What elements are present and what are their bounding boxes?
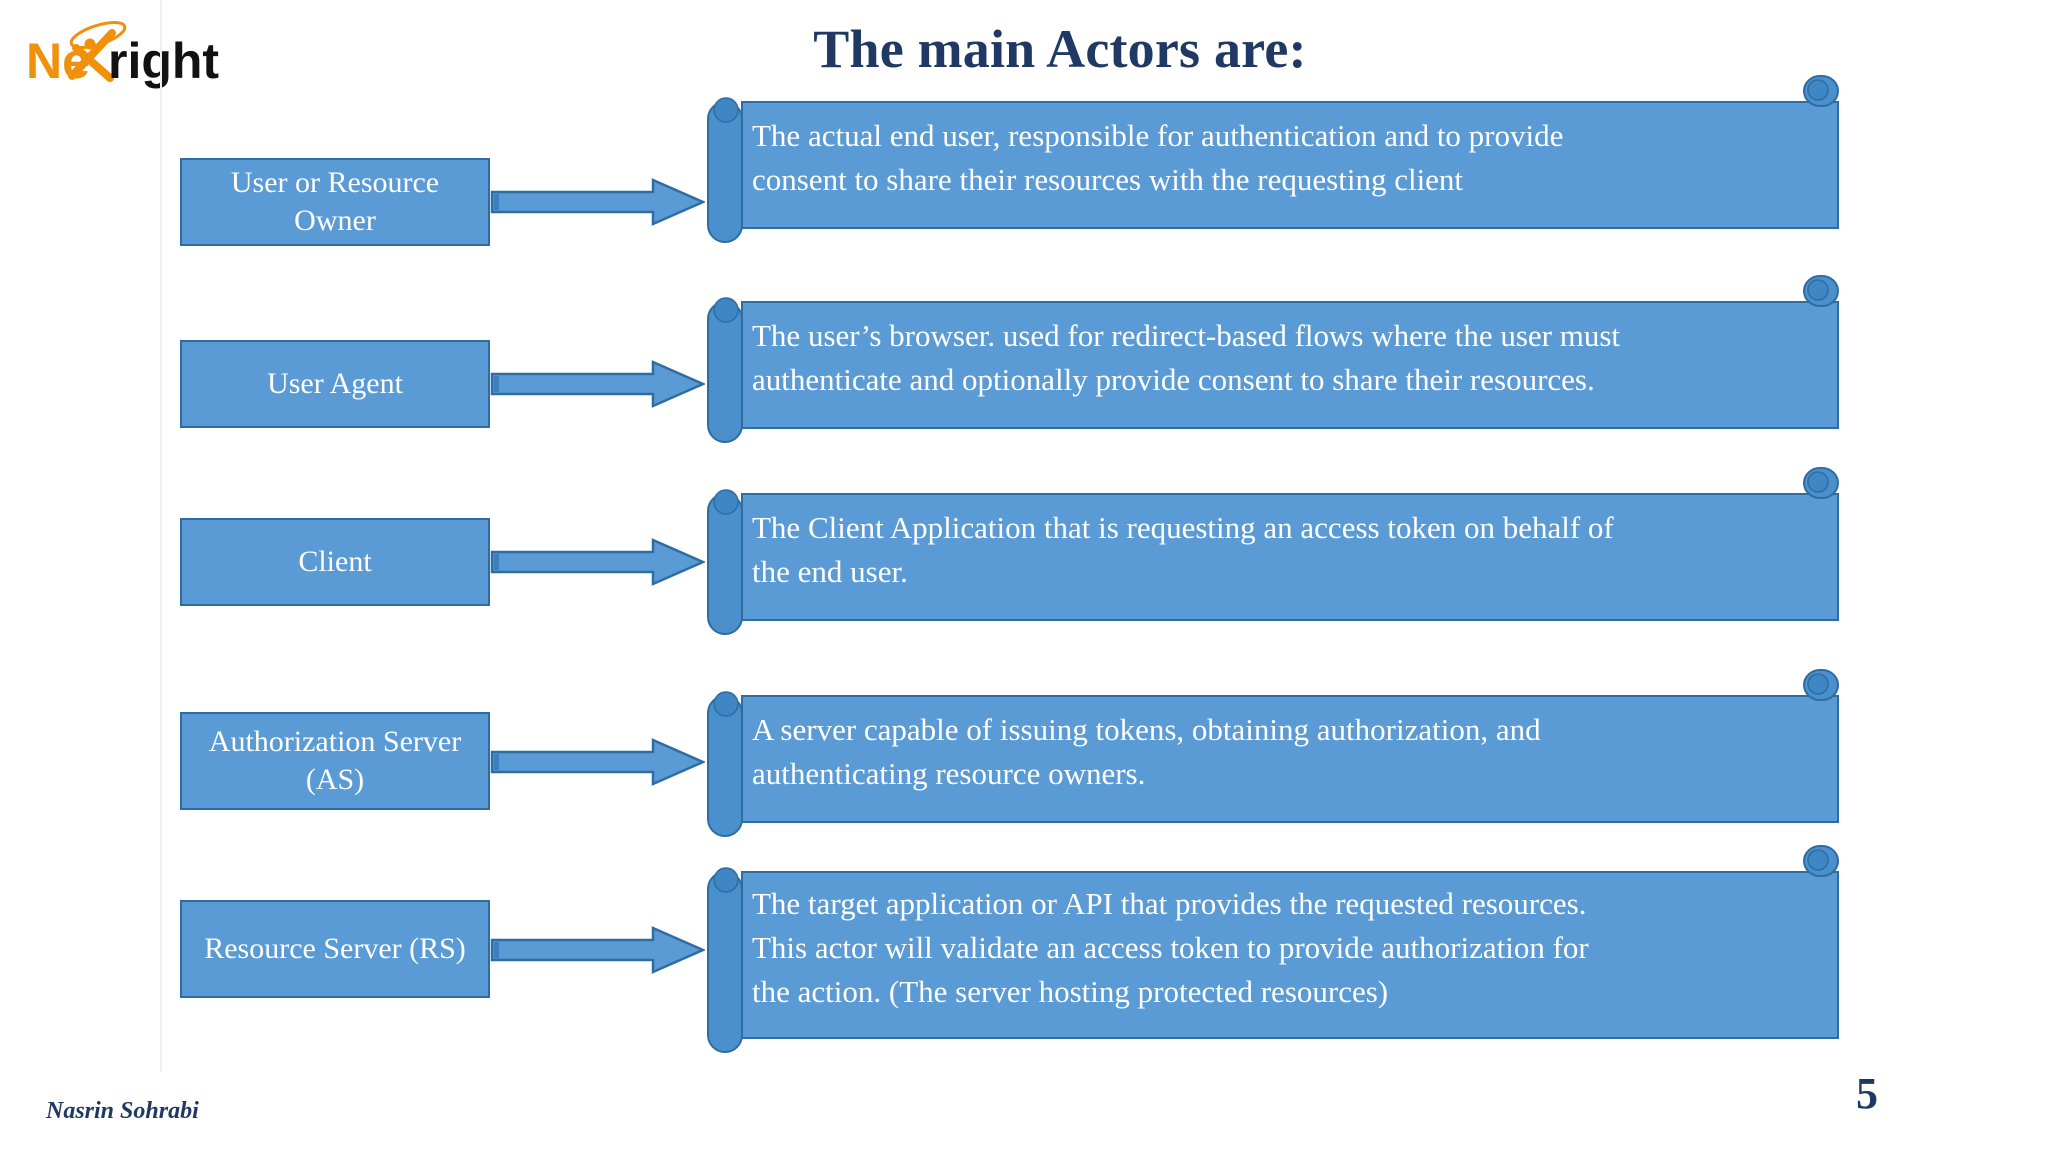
actor-label-text: Resource Server (RS)	[204, 932, 466, 966]
actor-description-scroll: The target application or API that provi…	[700, 845, 1848, 1053]
actor-label-text: Client	[298, 545, 372, 579]
left-divider-rule	[160, 0, 162, 1072]
actor-description-scroll: A server capable of issuing tokens, obta…	[700, 669, 1848, 837]
flow-arrow-icon	[490, 738, 705, 786]
nexright-logo: Ne right	[26, 18, 296, 96]
description-line: The target application or API that provi…	[752, 885, 1587, 921]
actor-label-text: User or Resource Owner	[230, 166, 440, 237]
svg-text:Ne: Ne	[26, 33, 90, 89]
actor-description-scroll: The actual end user, responsible for aut…	[700, 75, 1848, 243]
actor-description-text: The Client Application that is requestin…	[752, 480, 1824, 620]
actor-label-text: Authorization Server (AS)	[208, 725, 462, 796]
page-title: The main Actors are:	[813, 19, 1307, 79]
description-line: The user’s browser. used for redirect-ba…	[752, 317, 1621, 353]
description-line: authenticating resource owners.	[752, 756, 1146, 791]
actor-description-scroll: The user’s browser. used for redirect-ba…	[700, 275, 1848, 443]
description-line: This actor will validate an access token…	[752, 929, 1589, 965]
page-number: 5	[1856, 1069, 1878, 1118]
actor-description-text: The actual end user, responsible for aut…	[752, 88, 1824, 228]
actor-label-box[interactable]: Authorization Server (AS)	[180, 712, 490, 810]
actor-label-text: User Agent	[267, 367, 403, 401]
description-line: the action. (The server hosting protecte…	[752, 974, 1389, 1009]
flow-arrow-icon	[490, 178, 705, 226]
description-line: The Client Application that is requestin…	[752, 509, 1614, 545]
actor-description-scroll: The Client Application that is requestin…	[700, 467, 1848, 635]
description-line: The actual end user, responsible for aut…	[752, 117, 1564, 153]
actor-description-text: A server capable of issuing tokens, obta…	[752, 682, 1824, 822]
flow-arrow-icon	[490, 926, 705, 974]
svg-text:right: right	[108, 33, 219, 89]
actor-description-text: The target application or API that provi…	[752, 858, 1824, 1038]
flow-arrow-icon	[490, 360, 705, 408]
description-line: authenticate and optionally provide cons…	[752, 362, 1595, 397]
actor-label-box[interactable]: Resource Server (RS)	[180, 900, 490, 998]
actor-label-box[interactable]: User Agent	[180, 340, 490, 428]
flow-arrow-icon	[490, 538, 705, 586]
actor-label-box[interactable]: Client	[180, 518, 490, 606]
actor-label-box[interactable]: User or Resource Owner	[180, 158, 490, 246]
description-line: consent to share their resources with th…	[752, 162, 1464, 197]
actor-description-text: The user’s browser. used for redirect-ba…	[752, 288, 1824, 428]
author-name: Nasrin Sohrabi	[46, 1098, 199, 1124]
description-line: A server capable of issuing tokens, obta…	[752, 711, 1541, 747]
description-line: the end user.	[752, 554, 908, 589]
